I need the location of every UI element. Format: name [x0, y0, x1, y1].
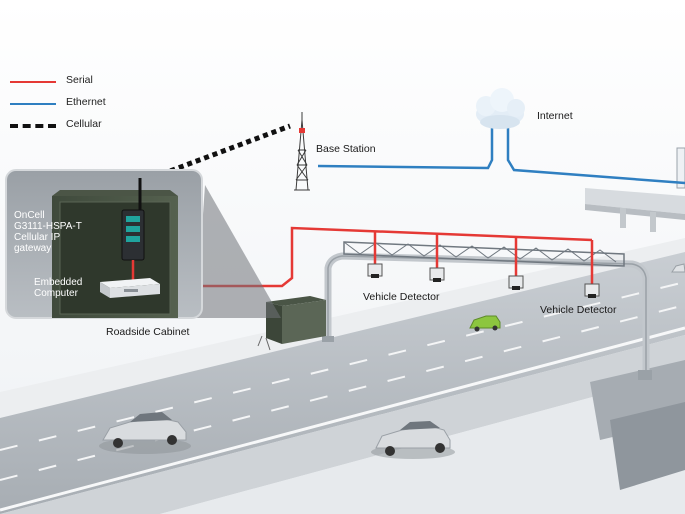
- cellular-line-swatch: [10, 124, 56, 128]
- base-station-tower-icon: [294, 112, 310, 191]
- legend-label: Ethernet: [66, 96, 106, 108]
- legend-item-ethernet: Ethernet: [8, 94, 128, 116]
- car-left: [99, 412, 191, 454]
- gateway-label-line: G3111-HSPA-T: [14, 221, 82, 232]
- callout-pointer: [196, 185, 281, 318]
- car-middle: [371, 421, 455, 459]
- gateway-label-line: gateway: [14, 243, 52, 254]
- gateway-label: OnCell G3111-HSPA-T Cellular IP gateway: [14, 210, 82, 254]
- vehicle-detector-devices: [367, 263, 600, 298]
- legend-label: Serial: [66, 74, 93, 86]
- vehicle-detector-label-1: Vehicle Detector: [363, 291, 440, 303]
- ethernet-line-swatch: [10, 103, 56, 105]
- internet-cloud-icon: [476, 88, 525, 129]
- base-station-label: Base Station: [316, 143, 376, 155]
- legend: Serial Ethernet Cellular: [8, 72, 128, 138]
- serial-line-swatch: [10, 81, 56, 83]
- car-far: [671, 263, 685, 273]
- gantry: [322, 241, 652, 380]
- cellular-link: [161, 123, 291, 177]
- gateway-label-line: OnCell: [14, 210, 45, 221]
- embedded-computer-label: Embedded Computer: [34, 277, 82, 299]
- roadside-cabinet-label: Roadside Cabinet: [106, 326, 190, 338]
- legend-label: Cellular: [66, 118, 102, 130]
- computer-label-line: Computer: [34, 288, 78, 299]
- cabinet-inset-panel: [5, 169, 203, 319]
- gateway-label-line: Cellular IP: [14, 232, 61, 243]
- distant-overpass: [585, 147, 685, 232]
- ethernet-lines: [317, 128, 685, 185]
- roadside-cabinet-small: [257, 296, 326, 351]
- computer-label-line: Embedded: [34, 277, 83, 288]
- legend-item-cellular: Cellular: [8, 116, 128, 138]
- embedded-computer-icon: [100, 278, 160, 298]
- car-green: [469, 315, 501, 332]
- internet-label: Internet: [537, 110, 573, 122]
- legend-item-serial: Serial: [8, 72, 128, 94]
- vehicle-detector-label-2: Vehicle Detector: [540, 304, 617, 316]
